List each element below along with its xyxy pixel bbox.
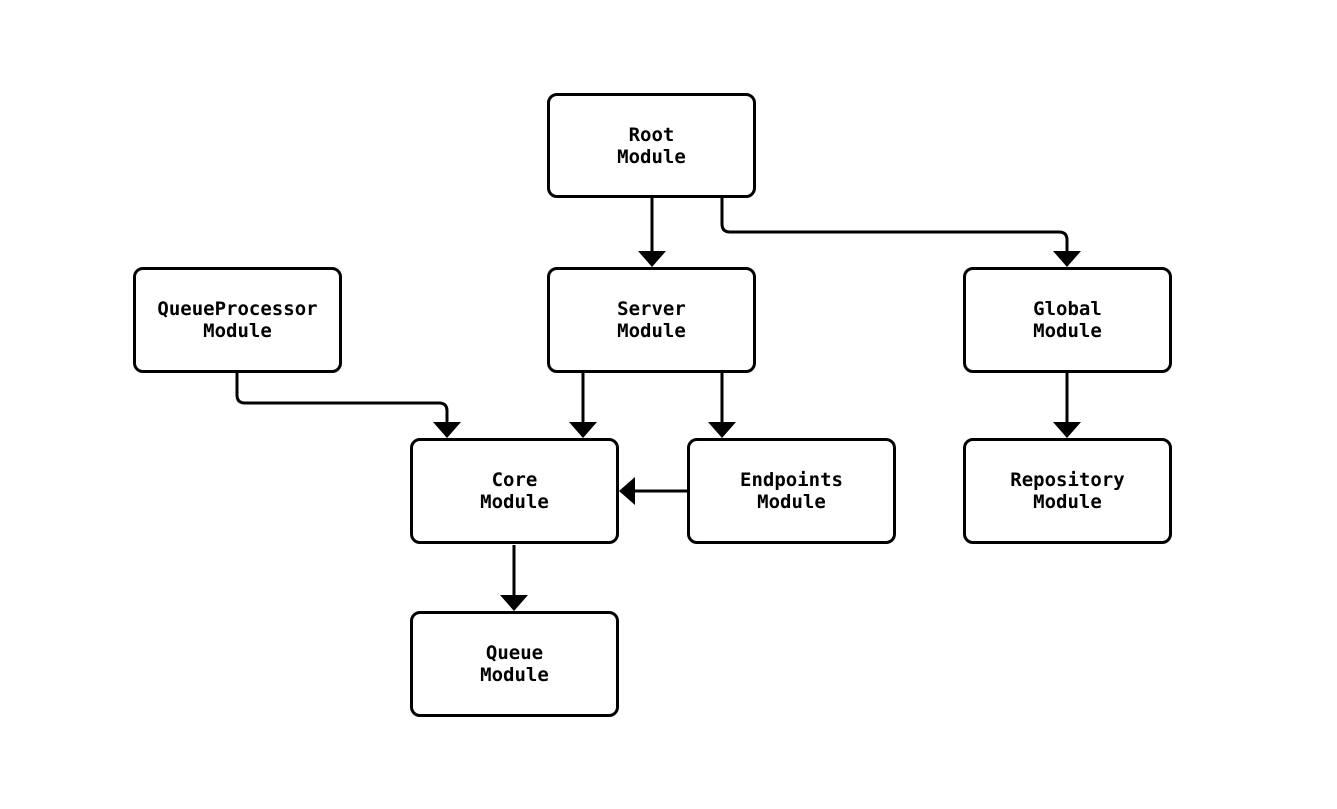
node-label-line: Global <box>1033 298 1102 320</box>
node-label-line: Core <box>491 469 538 491</box>
node-endpoints-module: Endpoints Module <box>687 438 896 544</box>
node-label-line: Server <box>617 298 686 320</box>
node-label-line: Module <box>480 491 549 513</box>
edge-root-to-server <box>638 198 666 267</box>
node-label-line: Module <box>617 320 686 342</box>
edge-endpoints-to-core <box>619 477 687 505</box>
node-global-module: Global Module <box>963 267 1172 373</box>
node-label-line: Module <box>757 491 826 513</box>
edge-server-to-core <box>569 373 597 438</box>
node-core-module: Core Module <box>410 438 619 544</box>
edge-global-to-repository <box>1053 373 1081 438</box>
node-label-line: Module <box>617 145 686 168</box>
edge-core-to-queue <box>500 545 528 611</box>
node-label-line: Repository <box>1010 469 1125 491</box>
node-label-line: Module <box>1033 491 1102 513</box>
node-label-line: Module <box>480 664 549 686</box>
node-label-line: Root <box>628 123 675 146</box>
edge-root-to-global <box>720 198 1081 267</box>
node-label-line: QueueProcessor <box>157 298 318 320</box>
node-queue-module: Queue Module <box>410 611 619 717</box>
node-server-module: Server Module <box>547 267 756 373</box>
node-label-line: Module <box>203 320 272 342</box>
node-queueprocessor-module: QueueProcessor Module <box>133 267 342 373</box>
node-label-line: Queue <box>485 642 544 664</box>
node-repository-module: Repository Module <box>963 438 1172 544</box>
edge-queueprocessor-to-core <box>235 373 461 438</box>
edge-server-to-endpoints <box>708 373 736 438</box>
node-root-module: Root Module <box>547 93 756 198</box>
node-label-line: Module <box>1033 320 1102 342</box>
node-label-line: Endpoints <box>740 469 843 491</box>
